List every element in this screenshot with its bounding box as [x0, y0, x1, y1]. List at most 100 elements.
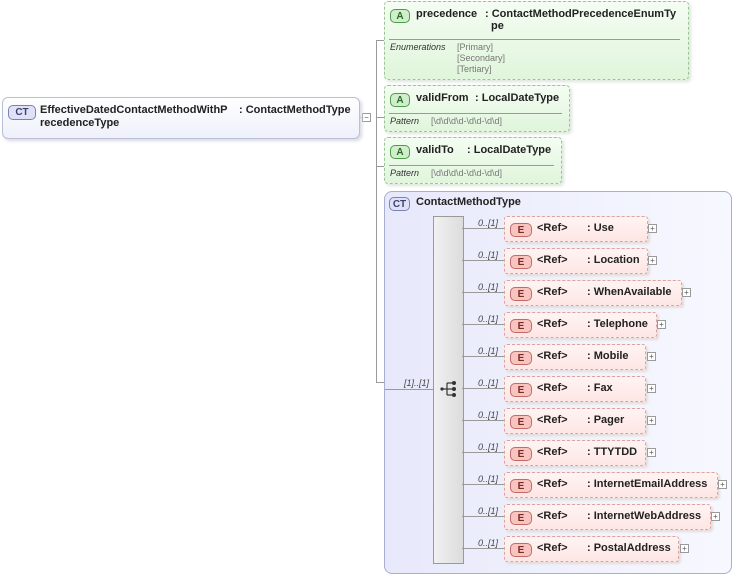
element-type: : Location — [587, 254, 640, 266]
facet-label: Pattern — [390, 168, 420, 178]
element-ref: <Ref> — [537, 542, 568, 554]
complex-type-icon: CT — [8, 105, 36, 120]
element-ref: <Ref> — [537, 254, 568, 266]
facet-label: Enumerations — [390, 42, 446, 52]
attribute-name: validFrom — [416, 92, 469, 104]
element-icon: E — [510, 287, 532, 301]
element-pager[interactable]: E <Ref> : Pager — [504, 408, 646, 434]
element-internetwebaddress[interactable]: E <Ref> : InternetWebAddress — [504, 504, 711, 530]
element-connector — [462, 548, 504, 549]
element-ref: <Ref> — [537, 286, 568, 298]
attribute-type: : LocalDateType — [467, 144, 552, 156]
element-whenavailable[interactable]: E <Ref> : WhenAvailable — [504, 280, 682, 306]
element-cardinality: 0..[1] — [478, 218, 499, 228]
attribute-type: : LocalDateType — [475, 92, 560, 104]
expand-toggle[interactable]: + — [680, 544, 689, 553]
element-cardinality: 0..[1] — [478, 538, 499, 548]
facet-value: [\d\d\d\d-\d\d-\d\d] — [431, 168, 503, 178]
element-ref: <Ref> — [537, 382, 568, 394]
expand-toggle[interactable]: + — [657, 320, 666, 329]
element-telephone[interactable]: E <Ref> : Telephone — [504, 312, 657, 338]
attribute-validfrom[interactable]: A validFrom : LocalDateType Pattern [\d\… — [384, 85, 570, 132]
expand-toggle[interactable]: + — [647, 416, 656, 425]
element-connector — [462, 420, 504, 421]
element-type: : Use — [587, 222, 614, 234]
expand-toggle[interactable]: + — [718, 480, 727, 489]
element-icon: E — [510, 543, 532, 557]
element-type: : InternetWebAddress — [587, 510, 702, 522]
element-postaladdress[interactable]: E <Ref> : PostalAddress — [504, 536, 679, 562]
element-icon: E — [510, 319, 532, 333]
element-mobile[interactable]: E <Ref> : Mobile — [504, 344, 646, 370]
attribute-icon: A — [390, 145, 410, 159]
expand-toggle[interactable]: + — [648, 256, 657, 265]
main-type-name-line1: EffectiveDatedContactMethodWithP — [40, 104, 228, 116]
element-type: : Pager — [587, 414, 625, 426]
element-connector — [462, 356, 504, 357]
element-icon: E — [510, 383, 532, 397]
element-type: : PostalAddress — [587, 542, 671, 554]
element-use[interactable]: E <Ref> : Use — [504, 216, 648, 242]
element-ref: <Ref> — [537, 350, 568, 362]
element-icon: E — [510, 223, 532, 237]
element-connector — [462, 452, 504, 453]
facet-label: Pattern — [390, 116, 420, 126]
element-connector — [462, 324, 504, 325]
attribute-name: precedence — [416, 8, 478, 20]
facet-value: [Secondary] — [457, 53, 506, 63]
attribute-separator — [389, 165, 554, 166]
element-cardinality: 0..[1] — [478, 346, 499, 356]
element-connector — [462, 516, 504, 517]
element-ref: <Ref> — [537, 414, 568, 426]
element-ref: <Ref> — [537, 318, 568, 330]
element-icon: E — [510, 447, 532, 461]
expand-toggle[interactable]: + — [682, 288, 691, 297]
complex-type-icon: CT — [389, 197, 410, 211]
element-fax[interactable]: E <Ref> : Fax — [504, 376, 646, 402]
expand-toggle[interactable]: + — [647, 448, 656, 457]
element-location[interactable]: E <Ref> : Location — [504, 248, 648, 274]
element-icon: E — [510, 479, 532, 493]
attribute-validto[interactable]: A validTo : LocalDateType Pattern [\d\d\… — [384, 137, 562, 184]
sequence-connector — [385, 389, 433, 390]
facet-value: [\d\d\d\d-\d\d-\d\d] — [431, 116, 503, 126]
attribute-separator — [389, 113, 562, 114]
element-ttytdd[interactable]: E <Ref> : TTYTDD — [504, 440, 646, 466]
element-cardinality: 0..[1] — [478, 378, 499, 388]
branch-precedence — [376, 40, 385, 41]
expand-toggle[interactable]: + — [648, 224, 657, 233]
main-collapse-toggle[interactable]: − — [362, 113, 371, 122]
element-type: : Fax — [587, 382, 613, 394]
expand-toggle[interactable]: + — [711, 512, 720, 521]
element-type: : TTYTDD — [587, 446, 638, 458]
element-type: : InternetEmailAddress — [587, 478, 708, 490]
branch-validfrom — [376, 117, 385, 118]
branch-validto — [376, 166, 385, 167]
attribute-separator — [389, 39, 680, 40]
attribute-type-line2: pe — [491, 20, 504, 32]
main-complex-type[interactable]: CT EffectiveDatedContactMethodWithP : Co… — [2, 97, 360, 139]
element-ref: <Ref> — [537, 510, 568, 522]
attribute-name: validTo — [416, 144, 454, 156]
sequence-cardinality: [1]..[1] — [404, 378, 430, 388]
expand-toggle[interactable]: + — [647, 384, 656, 393]
expand-toggle[interactable]: + — [647, 352, 656, 361]
base-type-name: ContactMethodType — [416, 196, 521, 208]
attribute-icon: A — [390, 93, 410, 107]
element-internetemailaddress[interactable]: E <Ref> : InternetEmailAddress — [504, 472, 718, 498]
element-cardinality: 0..[1] — [478, 474, 499, 484]
element-connector — [462, 228, 504, 229]
element-type: : WhenAvailable — [587, 286, 672, 298]
element-connector — [462, 484, 504, 485]
sequence-compositor[interactable] — [433, 216, 464, 564]
element-cardinality: 0..[1] — [478, 282, 499, 292]
sequence-icon — [440, 381, 456, 397]
element-cardinality: 0..[1] — [478, 442, 499, 452]
element-icon: E — [510, 511, 532, 525]
element-type: : Telephone — [587, 318, 648, 330]
element-icon: E — [510, 351, 532, 365]
element-cardinality: 0..[1] — [478, 314, 499, 324]
element-connector — [462, 260, 504, 261]
element-cardinality: 0..[1] — [478, 506, 499, 516]
attribute-precedence[interactable]: A precedence : ContactMethodPrecedenceEn… — [384, 1, 689, 80]
